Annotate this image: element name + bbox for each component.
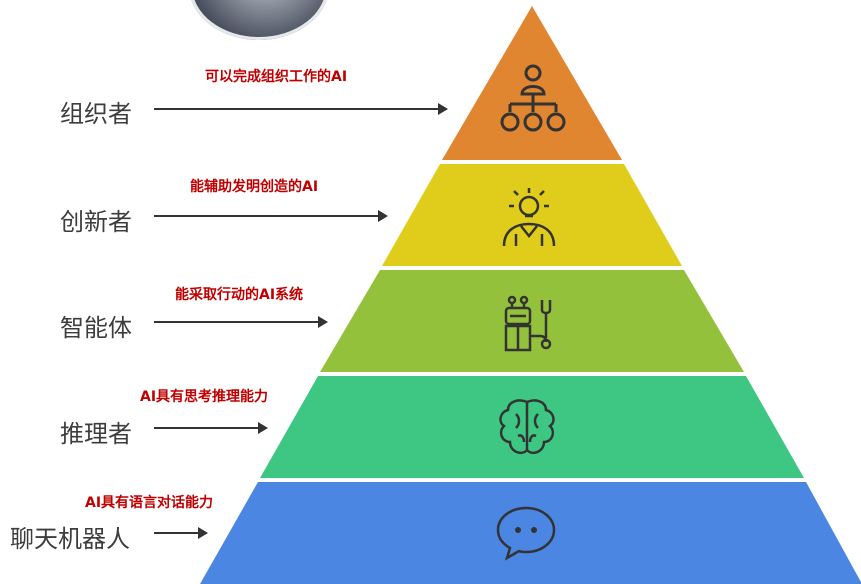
level-3-description: 能采取行动的AI系统	[175, 287, 304, 303]
level-3-arrow	[154, 316, 328, 328]
level-1-arrow	[154, 103, 448, 115]
lightbulb-person-icon	[502, 188, 556, 247]
level-4-description: AI具有思考推理能力	[140, 389, 269, 405]
level-1-description: 可以完成组织工作的AI	[205, 69, 348, 85]
pyramid-level-reasoner	[260, 376, 804, 478]
level-5-arrow	[154, 527, 208, 539]
level-5-label: 聊天机器人	[10, 525, 130, 553]
level-4-label: 推理者	[60, 420, 132, 448]
level-4-arrow	[154, 422, 268, 434]
level-3-label: 智能体	[60, 314, 132, 342]
level-2-description: 能辅助发明创造的AI	[190, 179, 319, 195]
level-1-label: 组织者	[60, 100, 132, 128]
pyramid-level-agent	[320, 270, 744, 372]
chat-bubble-icon	[496, 506, 556, 561]
org-chart-icon	[500, 64, 566, 132]
robot-wrench-icon	[504, 295, 552, 352]
pyramid-level-organizer	[442, 6, 622, 160]
pyramid-level-chatbot	[200, 482, 861, 584]
brain-icon	[499, 399, 555, 454]
level-5-description: AI具有语言对话能力	[85, 495, 214, 511]
level-2-arrow	[154, 210, 388, 222]
level-2-label: 创新者	[60, 208, 132, 236]
